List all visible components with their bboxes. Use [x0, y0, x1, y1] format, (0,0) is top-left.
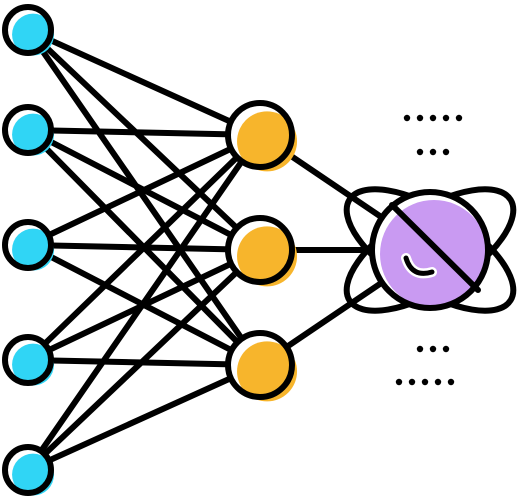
ellipsis-dots-top-row-1-dot-2 [416, 114, 424, 122]
ellipsis-dots-top-row-1-dot-5 [455, 114, 463, 122]
edge-input-4-hidden-1 [25, 132, 263, 363]
output-node-atom-icon [369, 189, 491, 311]
ellipsis-dots-top-row-2 [416, 148, 450, 156]
ellipsis-dots-top-row-1-dot-1 [403, 114, 411, 122]
edge-input-5-hidden-1 [25, 132, 263, 473]
hidden-node-3-outline [225, 330, 295, 400]
hidden-node-1-outline [225, 100, 295, 170]
input-node-2 [2, 104, 55, 156]
output-node-outline [369, 189, 491, 311]
network-nodes [2, 4, 491, 496]
hidden-node-2 [225, 215, 298, 287]
hidden-node-3 [225, 330, 298, 402]
input-node-2-outline [2, 104, 54, 156]
ellipsis-dots-bottom-row-1 [416, 345, 450, 353]
ellipsis-dots-bottom-row-2-dot-4 [434, 378, 442, 386]
input-node-4-outline [2, 334, 54, 386]
ellipsis-dots-top-row-2-dot-1 [416, 148, 424, 156]
edge-input-1-hidden-3 [25, 27, 263, 368]
input-node-3 [2, 219, 55, 271]
ellipsis-dots-bottom-row-2 [395, 378, 455, 386]
ellipsis-dots-top-row-2-dot-3 [442, 148, 450, 156]
ellipsis-dots-bottom-row-1-dot-1 [416, 345, 424, 353]
ellipsis-dots-top-row-1-dot-4 [442, 114, 450, 122]
input-node-5-outline [2, 444, 54, 496]
ellipsis-dots-bottom-row-2-dot-2 [408, 378, 416, 386]
edge-input-2-hidden-1 [25, 127, 263, 138]
ellipsis-dots-bottom-row-1-dot-2 [429, 345, 437, 353]
ellipsis-dots-bottom-row-2-dot-3 [421, 378, 429, 386]
ellipsis-dots-bottom-row-1-dot-3 [442, 345, 450, 353]
output-node-highlight-outline [403, 255, 435, 276]
input-node-3-outline [2, 219, 54, 271]
input-node-4 [2, 334, 55, 386]
ellipsis-dots-bottom-row-2-dot-5 [447, 378, 455, 386]
ellipsis-dots-top-row-1-dot-3 [429, 114, 437, 122]
edge-input-1-hidden-1 [25, 27, 263, 138]
ellipsis-dots [395, 114, 463, 386]
edge-input-1-hidden-2 [25, 27, 263, 253]
ellipsis-dots-top-row-2-dot-2 [429, 148, 437, 156]
input-node-1-outline [2, 4, 54, 56]
input-node-5 [2, 444, 55, 496]
edge-input-3-hidden-1 [25, 132, 263, 248]
input-node-1 [2, 4, 55, 56]
ellipsis-dots-top-row-1 [403, 114, 463, 122]
ellipsis-dots-bottom-row-2-dot-1 [395, 378, 403, 386]
connection-lines [25, 27, 433, 473]
atom-orbit-front-segment [389, 202, 481, 293]
hidden-node-2-outline [225, 215, 295, 285]
hidden-node-1 [225, 100, 298, 172]
output-node-fill [380, 200, 488, 308]
edge-input-5-hidden-3 [25, 362, 263, 473]
edge-input-5-hidden-2 [25, 247, 263, 473]
